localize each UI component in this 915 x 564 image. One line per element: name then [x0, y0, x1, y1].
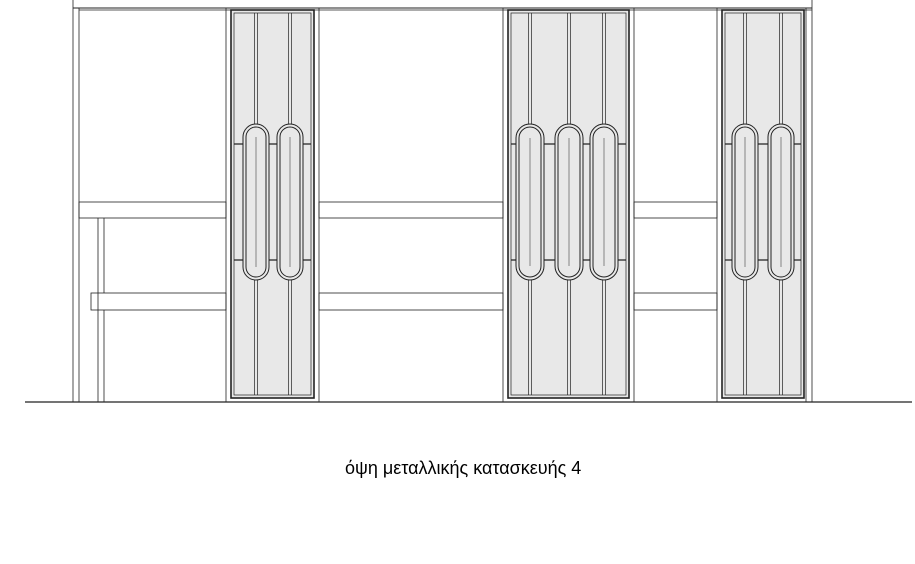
- center-bay-rails: [318, 201, 504, 311]
- panel-layer: [230, 9, 805, 399]
- right-bay-rails: [633, 201, 718, 311]
- left-post: [72, 0, 80, 402]
- left-bay-bench: [78, 201, 227, 402]
- panel-frame-posts: [225, 8, 718, 402]
- right-post: [805, 0, 813, 402]
- drawing-caption: όψη μεταλλικής κατασκευής 4: [345, 458, 582, 478]
- left-metal-panel: [230, 9, 315, 399]
- right-metal-panel: [721, 9, 805, 399]
- center-metal-panel: [507, 9, 630, 399]
